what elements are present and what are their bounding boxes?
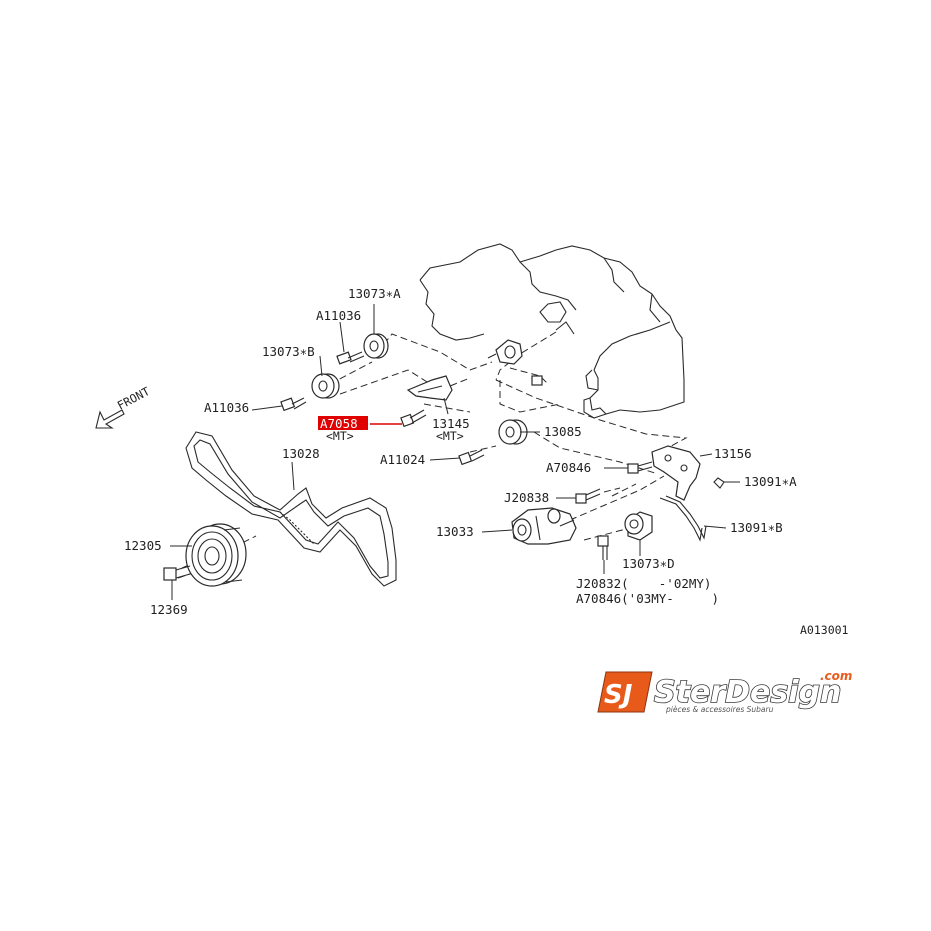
label-a70846-03my[interactable]: A70846('03MY- ) [576, 591, 719, 606]
label-13073a[interactable]: 13073∗A [348, 286, 401, 301]
belt-routing-lines [177, 331, 688, 579]
bracket-13156 [651, 445, 701, 501]
label-a7058[interactable]: A7058 [320, 416, 358, 431]
part-labels: 13073∗A A11036 13073∗B A11036 A7058 <MT>… [124, 286, 849, 637]
label-13145[interactable]: 13145 [432, 416, 470, 431]
engine-block-outline [419, 243, 685, 419]
label-a11024[interactable]: A11024 [380, 452, 425, 467]
label-mt-a7058: <MT> [326, 429, 354, 443]
tensioner-bracket-top [487, 339, 543, 386]
label-13156[interactable]: 13156 [714, 446, 752, 461]
sterdesign-logo[interactable]: SJ SterDesign .com pièces & accessoires … [597, 669, 852, 714]
label-13028[interactable]: 13028 [282, 446, 320, 461]
label-a11036-top[interactable]: A11036 [316, 308, 361, 323]
rod-13091b [659, 495, 707, 542]
label-a70846[interactable]: A70846 [546, 460, 591, 475]
timing-belt-13028 [185, 431, 397, 587]
tensioner-13033 [511, 507, 577, 545]
crank-bolt-12369 [163, 565, 191, 581]
bolt-a11036-top [336, 351, 365, 365]
label-13091b[interactable]: 13091∗B [730, 520, 783, 535]
label-13091a[interactable]: 13091∗A [744, 474, 797, 489]
logo-name: SterDesign [654, 675, 841, 710]
label-13033[interactable]: 13033 [436, 524, 474, 539]
logo-sj-mark: SJ [604, 680, 633, 710]
label-j20832[interactable]: J20832( -'02MY) [576, 576, 711, 591]
front-direction-arrow: FRONT [95, 384, 152, 429]
bolt-a11036-left [280, 397, 307, 412]
label-mt-13145: <MT> [436, 429, 464, 443]
logo-tagline: pièces & accessoires Subaru [665, 705, 774, 714]
idler-pulley-13073b [311, 373, 340, 399]
crank-pulley-12305 [185, 523, 247, 587]
bolt-j20838 [575, 488, 601, 504]
bolt-j20832 [597, 535, 609, 560]
label-12369[interactable]: 12369 [150, 602, 188, 617]
label-13085[interactable]: 13085 [544, 424, 582, 439]
idler-pulley-13073d [624, 511, 653, 541]
label-a11036-left[interactable]: A11036 [204, 400, 249, 415]
bolt-a7058 [400, 409, 427, 428]
idler-pulley-13073a [363, 333, 389, 359]
logo-domain: .com [820, 669, 852, 683]
leader-lines [170, 304, 740, 600]
logo-sj-badge [597, 671, 653, 713]
front-label: FRONT [115, 384, 152, 413]
label-j20838[interactable]: J20838 [504, 490, 549, 505]
figure-code: A013001 [800, 623, 849, 637]
label-12305[interactable]: 12305 [124, 538, 162, 553]
highlight-box-a7058 [318, 416, 368, 430]
cover-13145 [406, 375, 453, 401]
idler-pulley-13085 [498, 419, 528, 445]
label-13073d[interactable]: 13073∗D [622, 556, 675, 571]
bolt-a11024 [458, 449, 485, 466]
label-13073b[interactable]: 13073∗B [262, 344, 315, 359]
clip-13091a [713, 477, 725, 489]
